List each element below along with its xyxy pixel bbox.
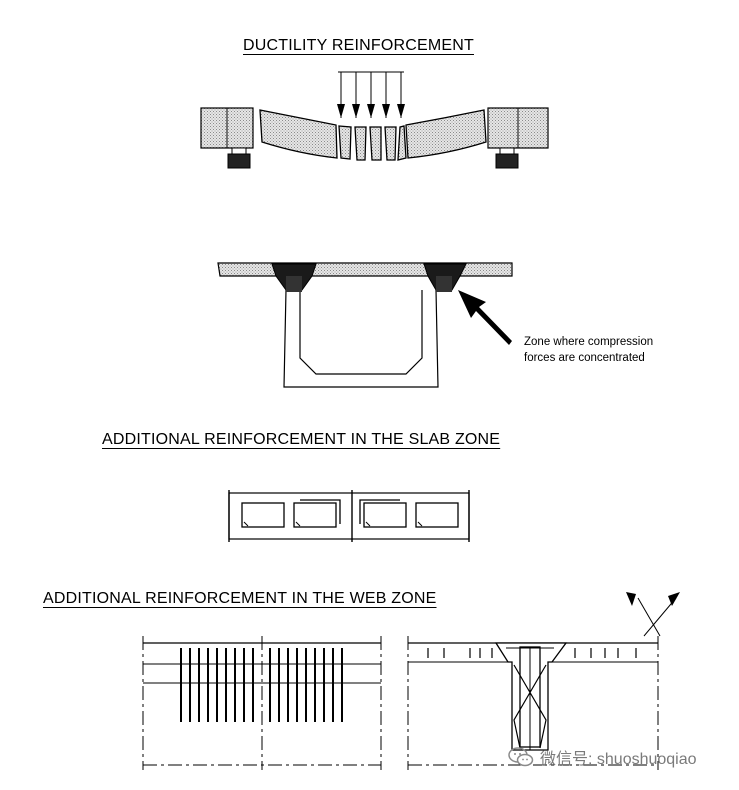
web-zone-heading: ADDITIONAL REINFORCEMENT IN THE WEB ZONE — [43, 590, 437, 607]
wechat-icon — [508, 747, 534, 767]
ductility-heading: DUCTILITY REINFORCEMENT — [243, 37, 474, 54]
slab-zone-heading: ADDITIONAL REINFORCEMENT IN THE SLAB ZON… — [102, 431, 501, 448]
watermark-text: 微信号: shuoshuoqiao — [540, 751, 697, 768]
box-girder-section — [217, 262, 513, 388]
annotation-line-2: forces are concentrated — [524, 352, 645, 364]
watermark: 微信号: shuoshuoqiao — [508, 745, 697, 769]
annotation-line-1: Zone where compression — [524, 336, 654, 348]
web-zone-section — [407, 592, 680, 770]
ductility-beam-diagram — [200, 71, 549, 169]
web-zone-elevation — [142, 636, 382, 770]
compression-zone-annotation: Zone where compression forces are concen… — [524, 334, 653, 366]
slab-zone-diagram — [228, 490, 470, 542]
